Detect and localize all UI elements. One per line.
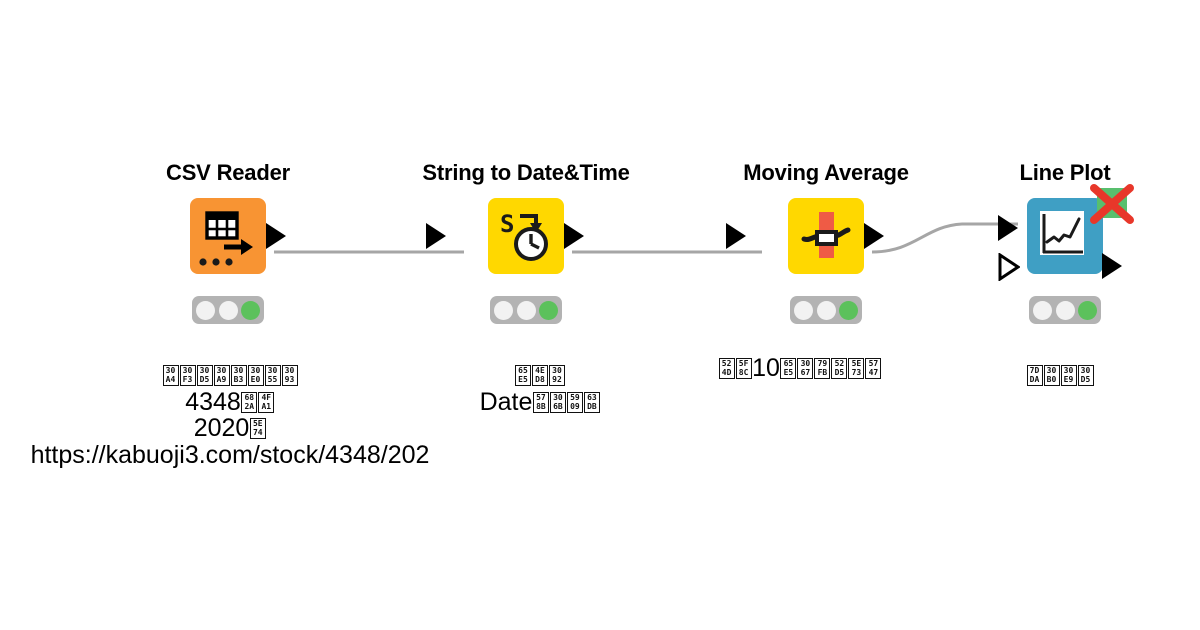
input-port-moving-average[interactable] — [726, 223, 746, 249]
annotation-text: Date — [479, 387, 533, 416]
status-led-3 — [839, 300, 859, 320]
svg-text:S: S — [500, 210, 514, 238]
node-title-string-to-date-time: String to Date&Time — [422, 160, 630, 185]
line-chart-icon — [1037, 208, 1093, 264]
annotation-text: 10 — [752, 354, 780, 382]
status-led-2 — [218, 300, 238, 320]
status-led-2 — [1055, 300, 1075, 320]
moving-average-window-icon — [798, 208, 854, 264]
status-led-2 — [816, 300, 836, 320]
annotation-text: https://kabuoji3.com/stock/4348/202 — [30, 440, 430, 469]
node-moving-average[interactable]: Moving Average — [726, 160, 926, 330]
status-led-3 — [1078, 300, 1098, 320]
input-port-line-plot-data[interactable] — [998, 215, 1018, 241]
node-body-string-to-date-time[interactable]: S — [488, 198, 564, 274]
status-bar-moving-average — [790, 296, 862, 324]
annotation-text: 2020 — [193, 414, 250, 442]
node-body-moving-average[interactable] — [788, 198, 864, 274]
status-bar-string-to-date-time — [490, 296, 562, 324]
output-port-string-to-date-time[interactable] — [564, 223, 584, 249]
status-bar-csv-reader — [192, 296, 264, 324]
node-title-csv-reader: CSV Reader — [166, 160, 290, 185]
status-led-3 — [539, 300, 559, 320]
table-with-arrow-icon — [200, 208, 256, 264]
status-bar-line-plot — [1029, 296, 1101, 324]
output-port-line-plot[interactable] — [1102, 253, 1122, 279]
status-led-1 — [493, 300, 513, 320]
status-led-1 — [195, 300, 215, 320]
output-port-csv-reader[interactable] — [266, 223, 286, 249]
node-body-csv-reader[interactable] — [190, 198, 266, 274]
status-led-1 — [793, 300, 813, 320]
node-dots-icon — [199, 258, 233, 266]
node-body-line-plot[interactable] — [1027, 198, 1103, 274]
node-title-moving-average: Moving Average — [743, 160, 909, 185]
annotation-line: https://kabuoji3.com/stock/4348/202 — [0, 440, 460, 469]
red-x-error-icon[interactable] — [1089, 184, 1135, 226]
output-port-moving-average[interactable] — [864, 223, 884, 249]
string-to-clock-icon: S — [498, 208, 554, 264]
node-csv-reader[interactable]: CSV Reader — [148, 160, 308, 330]
status-led-3 — [241, 300, 261, 320]
status-led-2 — [516, 300, 536, 320]
node-title-line-plot: Line Plot — [1019, 160, 1111, 185]
input-port-string-to-date-time[interactable] — [426, 223, 446, 249]
node-string-to-date-time[interactable]: String to Date&Time S — [422, 160, 630, 330]
input-port-line-plot-flow-variable[interactable] — [998, 253, 1020, 281]
annotation-text: 4348 — [185, 387, 241, 416]
status-led-1 — [1032, 300, 1052, 320]
node-line-plot[interactable]: Line Plot — [985, 160, 1145, 330]
